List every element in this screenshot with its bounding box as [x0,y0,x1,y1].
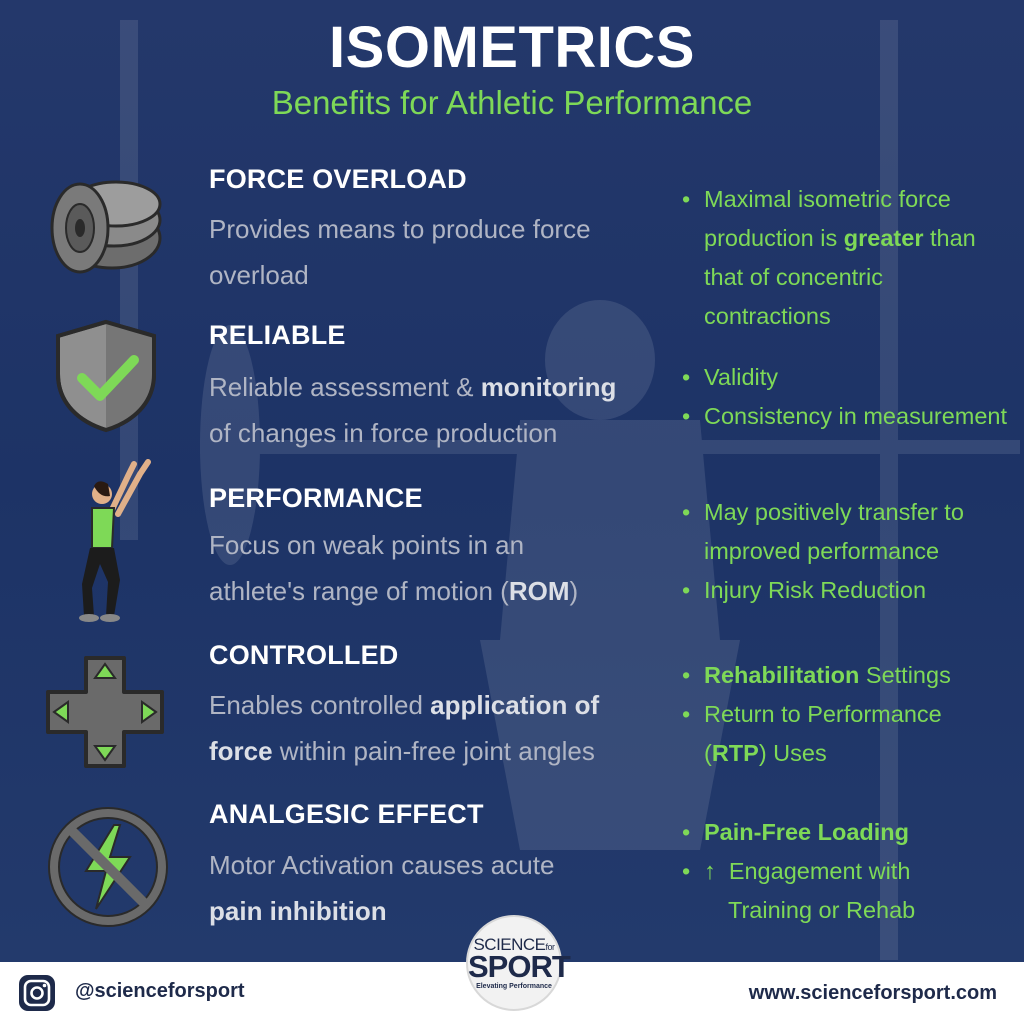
shield-check-icon [56,319,156,433]
bullet-item: Maximal isometric force production is gr… [680,180,1010,336]
bullet-list-performance: May positively transfer to improved perf… [680,493,1010,610]
up-arrow-icon: ↑ [704,858,716,884]
website-link[interactable]: www.scienceforsport.com [748,982,997,1004]
bullet-list-analgesic: Pain-Free Loading ↑ Engagement with Trai… [680,813,1010,930]
bullet-item: Consistency in measurement [680,397,1010,436]
instagram-icon[interactable] [18,974,56,1012]
athlete-squat-icon [79,459,151,622]
benefit-desc-reliable: Reliable assessment & monitoring of chan… [209,364,679,456]
no-lightning-icon [48,807,168,927]
desc-line: Motor Activation causes acute [209,850,555,880]
desc-line: Reliable assessment & monitoring [209,372,617,402]
infographic-panel: ISOMETRICS Benefits for Athletic Perform… [0,0,1024,962]
benefit-desc-analgesic: Motor Activation causes acute pain inhib… [209,842,679,934]
logo-line-2: SPORT [468,949,571,984]
benefit-heading-performance: PERFORMANCE [209,483,423,513]
bullet-item: ↑ Engagement with [680,852,1010,891]
benefit-heading-controlled: CONTROLLED [209,640,399,670]
bullet-item: Return to Performance (RTP) Uses [680,695,1010,773]
science-for-sport-logo: SCIENCEfor SPORT Elevating Performance [466,915,571,1011]
page-subtitle: Benefits for Athletic Performance [271,84,753,121]
desc-line: Focus on weak points in an [209,530,525,560]
bullet-item: Rehabilitation Settings [680,656,1010,695]
page-title: ISOMETRICS [329,15,695,80]
bullet-list-reliable: Validity Consistency in measurement [680,358,1010,436]
bullet-item: Pain-Free Loading [680,813,1010,852]
benefit-desc-performance: Focus on weak points in an athlete's ran… [209,522,679,614]
bullet-list-controlled: Rehabilitation Settings Return to Perfor… [680,656,1010,773]
benefit-heading-reliable: RELIABLE [209,320,346,350]
benefit-heading-force-overload: FORCE OVERLOAD [209,164,467,194]
desc-line: overload [209,260,309,290]
direction-pad-icon [46,656,164,768]
bullet-continuation: Training or Rehab [728,897,916,923]
bullet-item: May positively transfer to improved perf… [680,493,1010,571]
desc-line: force within pain-free joint angles [209,736,595,766]
desc-line: athlete's range of motion (ROM) [209,576,579,606]
benefit-heading-analgesic: ANALGESIC EFFECT [209,799,484,829]
logo-line-1: SCIENCEfor [473,935,555,954]
desc-line: Provides means to produce force [209,214,591,244]
desc-line: pain inhibition [209,896,387,926]
bullet-item: Injury Risk Reduction [680,571,1010,610]
instagram-handle-link[interactable]: @scienceforsport [75,980,245,1002]
bullet-item: Validity [680,358,1010,397]
logo-tagline: Elevating Performance [476,983,552,990]
benefit-desc-controlled: Enables controlled application of force … [209,682,679,774]
benefit-desc-force-overload: Provides means to produce force overload [209,206,679,298]
desc-line: Enables controlled application of [209,690,600,720]
weight-plates-icon [50,180,162,274]
desc-line: of changes in force production [209,418,558,448]
bullet-list-force-overload: Maximal isometric force production is gr… [680,180,1010,336]
